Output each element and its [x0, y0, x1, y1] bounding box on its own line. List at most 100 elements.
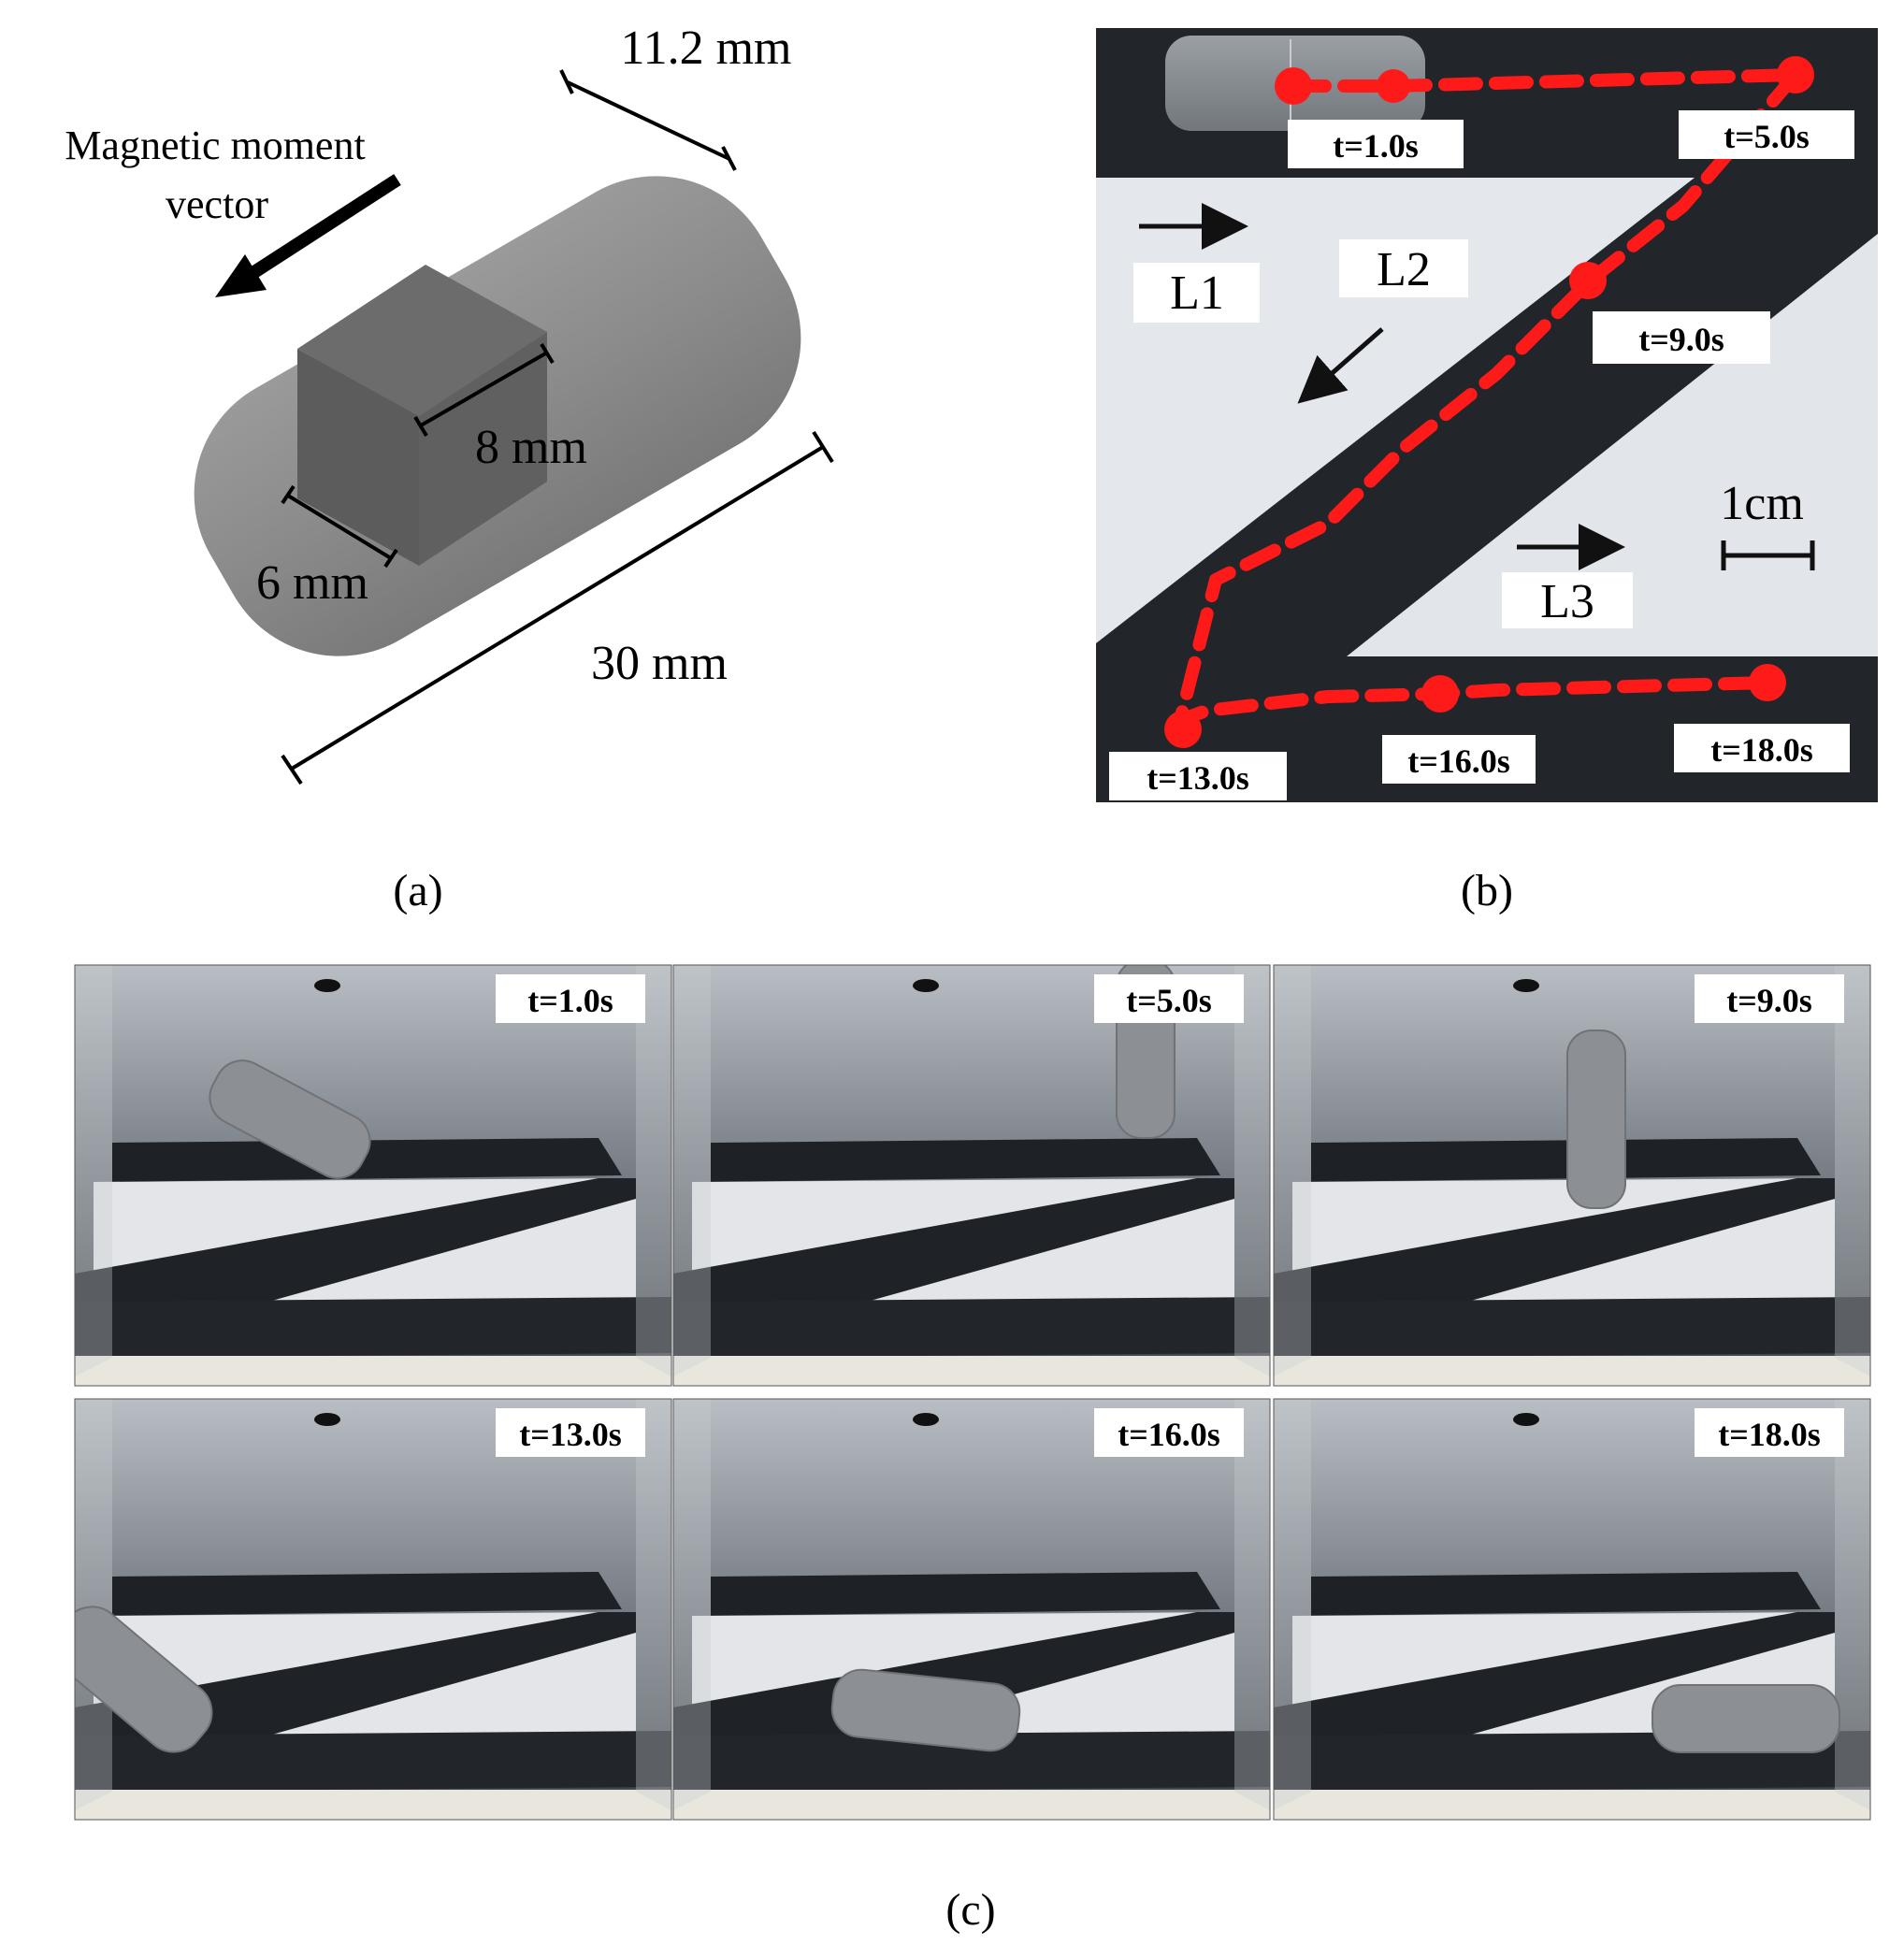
dimension-width — [559, 69, 737, 171]
track-back-strip — [1311, 1138, 1821, 1182]
track-back-strip — [711, 1572, 1220, 1616]
trajectory-point-1b — [1377, 69, 1410, 103]
frame-time-label: t=13.0s — [519, 1416, 622, 1453]
tank-hole — [1513, 1413, 1539, 1426]
tank-side-glass — [1274, 965, 1311, 1376]
time-label-3: t=9.0s — [1638, 321, 1724, 358]
scale-bar — [1721, 540, 1815, 570]
trajectory-point-18 — [1749, 664, 1786, 701]
frame-time-label: t=1.0s — [527, 982, 613, 1019]
time-label-2: t=5.0s — [1724, 118, 1810, 155]
photo-frame-5: t=16.0s — [672, 1398, 1271, 1821]
magnetic-moment-label: Magnetic moment — [65, 122, 365, 168]
dimension-width-label: 11.2 mm — [621, 22, 792, 75]
tank-side-glass-right — [1835, 965, 1870, 1376]
frame-time-label: t=9.0s — [1726, 982, 1812, 1019]
frame-time-label: t=18.0s — [1718, 1416, 1821, 1453]
magnetic-moment-arrowhead — [215, 254, 267, 297]
track-diagonal — [1274, 1178, 1835, 1313]
dimension-depth — [281, 484, 398, 569]
time-label-6: t=18.0s — [1710, 731, 1813, 769]
tank-side-glass-right — [1835, 1399, 1870, 1810]
trajectory-point-9 — [1569, 262, 1607, 299]
magnet-cube — [297, 265, 547, 566]
label-box-t9 — [1593, 311, 1770, 364]
tank-hole — [913, 1413, 939, 1426]
track-diagonal — [673, 1178, 1234, 1313]
scale-label: 1cm — [1720, 477, 1804, 530]
frame-label-box — [1695, 1408, 1844, 1457]
frame-label-box — [1695, 974, 1844, 1023]
photo-frame-2: t=5.0s — [672, 964, 1271, 1387]
trajectory-point-1 — [1275, 67, 1312, 105]
board-edge — [75, 1356, 671, 1386]
frame-border — [74, 964, 672, 1387]
board-edge — [1274, 1790, 1870, 1820]
robot-capsule — [1652, 1684, 1840, 1753]
label-box-t18 — [1674, 724, 1850, 772]
lane-label-box-l2 — [1339, 239, 1468, 297]
tank-side-glass — [1274, 1399, 1311, 1810]
track-front-strip — [1274, 1297, 1870, 1358]
panel-b: t=1.0s t=5.0s t=9.0s t=13.0s t=16.0s t=1… — [1096, 28, 1878, 915]
trajectory-point-16 — [1421, 675, 1459, 713]
magnetic-moment-label-2: vector — [166, 181, 268, 227]
tank-side-glass — [673, 965, 711, 1376]
lane-arrows — [1139, 203, 1625, 570]
frame-border — [672, 1398, 1271, 1821]
track-front-strip — [75, 1731, 671, 1792]
track-front-strip — [673, 1297, 1270, 1358]
photo-frame-4: t=13.0s — [74, 1398, 672, 1821]
caption-c: (c) — [945, 1885, 995, 1935]
frame-border — [672, 964, 1271, 1387]
trajectory-point-13 — [1164, 711, 1202, 748]
trajectory-point-5 — [1777, 56, 1814, 94]
dimension-depth-label: 6 mm — [256, 556, 368, 610]
frame-label-box — [1094, 1408, 1244, 1457]
frame-time-label: t=16.0s — [1118, 1416, 1220, 1453]
tank-side-glass — [75, 1399, 112, 1810]
track-diagonal — [75, 1612, 636, 1747]
tank-hole — [314, 1413, 340, 1426]
magnetic-moment-arrow — [238, 174, 401, 286]
photo-frame-1: t=1.0s — [74, 964, 672, 1387]
dimension-length-label: 30 mm — [591, 637, 728, 690]
time-label-4: t=13.0s — [1147, 759, 1249, 797]
frame-border — [1273, 964, 1871, 1387]
panel-a: Magnetic moment vector 11.2 mm 8 mm 6 mm — [65, 22, 834, 915]
frame-border — [74, 1398, 672, 1821]
track-front-strip — [673, 1731, 1270, 1792]
label-box-t13 — [1109, 752, 1287, 800]
track-back-strip — [1311, 1572, 1821, 1616]
lane-label-l2: L2 — [1377, 243, 1431, 296]
tank-side-glass-right — [636, 1399, 671, 1810]
tank-hole — [913, 979, 939, 992]
track-back-strip — [112, 1138, 622, 1182]
trajectory-time-labels: t=1.0s t=5.0s t=9.0s t=13.0s t=16.0s t=1… — [1109, 110, 1854, 800]
tank-side-glass-right — [1234, 1399, 1270, 1810]
frame-time-label: t=5.0s — [1126, 982, 1212, 1019]
photo-frame-3: t=9.0s — [1273, 964, 1871, 1387]
time-label-5: t=16.0s — [1407, 742, 1510, 780]
board-edge — [1274, 1356, 1870, 1386]
board-edge — [673, 1790, 1270, 1820]
trajectory-points — [1164, 56, 1814, 748]
robot-capsule — [830, 1668, 1021, 1752]
track-back-strip — [112, 1572, 622, 1616]
board-edge — [75, 1790, 671, 1820]
caption-a: (a) — [393, 866, 442, 915]
dimension-cube-label: 8 mm — [475, 421, 587, 474]
tank-side-glass-right — [636, 965, 671, 1376]
robot-capsule — [209, 1059, 371, 1179]
frame-border — [1273, 1398, 1871, 1821]
robot-capsule — [1566, 1030, 1626, 1209]
tank-side-glass — [673, 1399, 711, 1810]
frame-label-box — [1094, 974, 1244, 1023]
robot-capsule — [75, 1606, 213, 1753]
dimension-length — [281, 430, 834, 785]
track-front-strip — [75, 1297, 671, 1358]
dimension-cube — [413, 342, 555, 438]
lane-label-box-l1 — [1133, 263, 1260, 323]
